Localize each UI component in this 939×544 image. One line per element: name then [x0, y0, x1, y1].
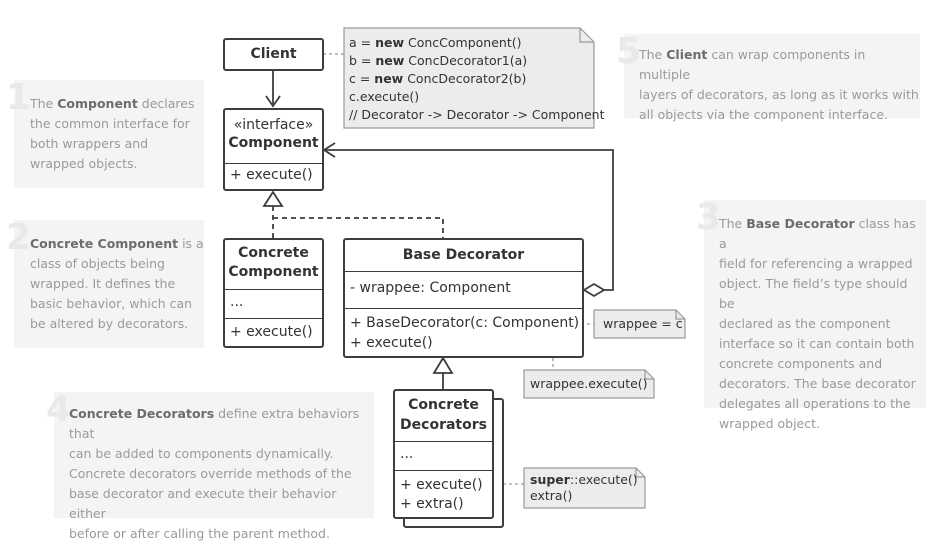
note-2-text: Concrete Component is a class of objects…	[30, 236, 204, 331]
concrete-decorators-separator-1	[395, 441, 492, 442]
note-3-background	[704, 200, 926, 408]
concrete-decorators-execute: + execute()	[400, 477, 483, 493]
base-decorator-constructor: + BaseDecorator(c: Component)	[350, 315, 580, 331]
concrete-component-field: ...	[230, 294, 244, 310]
note-4-background	[54, 392, 374, 518]
concrete-component-class[interactable]: Concrete Component ... + execute()	[223, 238, 324, 348]
client-code-note: a = new ConcComponent() b = new ConcDeco…	[349, 34, 604, 124]
wrappee-exec-note: wrappee.execute()	[530, 376, 648, 391]
client-code-note-fold	[579, 28, 594, 43]
code-line-2: b = new ConcDecorator1(a)	[349, 53, 528, 68]
code-line-1: a = new ConcComponent()	[349, 35, 522, 50]
code-line-5: // Decorator -> Decorator -> Component	[349, 107, 605, 122]
note-1-number: 1	[6, 77, 32, 118]
base-decorator-execute: + execute()	[350, 335, 433, 351]
super-exec-note: super::execute() extra()	[530, 472, 638, 504]
concrete-decorators-extra: + extra()	[400, 496, 464, 512]
super-exec-line-2: extra()	[530, 488, 573, 503]
concrete-component-separator-1	[225, 289, 322, 290]
code-line-4: c.execute()	[349, 89, 420, 104]
aggregation-line	[325, 149, 614, 291]
component-separator	[225, 163, 322, 164]
aggregation-arrowhead	[322, 142, 336, 158]
concrete-component-name-1: Concrete	[238, 245, 309, 261]
component-execute-method: + execute()	[230, 167, 313, 183]
wrappee-exec-note-fold	[644, 370, 654, 380]
concrete-decorators-name-1: Concrete	[408, 397, 479, 413]
base-decorator-separator-1	[345, 271, 582, 272]
concrete-decorators-field: ...	[400, 446, 414, 462]
note-2-number: 2	[6, 217, 32, 258]
concrete-component-separator-2	[225, 318, 322, 319]
wrappee-assign-note: wrappee = c	[603, 316, 683, 331]
association-arrowhead	[265, 95, 281, 108]
realization-triangle	[262, 190, 284, 207]
note-3-number: 3	[696, 197, 722, 238]
concrete-decorators-class[interactable]: Concrete Decorators ... + execute() + ex…	[393, 389, 494, 519]
note-5-background	[624, 34, 920, 118]
wrappee-assign-note-shape	[593, 309, 686, 339]
base-decorator-name: Base Decorator	[402, 247, 525, 263]
note-3-text: The Base Decorator class has a field for…	[719, 216, 916, 431]
wrappee-exec-note-shape	[523, 369, 655, 399]
note-5-text: The Client can wrap components in multip…	[639, 47, 919, 122]
code-line-3: c = new ConcDecorator2(b)	[349, 71, 527, 86]
note-1-text: The Component declares the common interf…	[30, 96, 195, 171]
inheritance-triangle	[432, 356, 454, 374]
base-decorator-separator-2	[345, 308, 582, 309]
client-code-note-shape	[343, 27, 595, 129]
wrappee-assign-note-fold	[675, 310, 685, 320]
client-class-name: Client	[250, 46, 297, 62]
component-name: Component	[228, 135, 319, 151]
super-exec-note-shape	[523, 467, 646, 509]
realization-branch	[273, 217, 444, 238]
aggregation-diamond	[582, 282, 606, 298]
note-4-text: Concrete Decorators define extra behavio…	[69, 406, 360, 541]
concrete-component-name-2: Component	[228, 264, 319, 280]
note-1-background	[14, 80, 204, 188]
super-exec-line-1: super::execute()	[530, 472, 638, 487]
client-class[interactable]: Client	[223, 38, 324, 71]
component-stereotype: «interface»	[233, 117, 314, 133]
super-exec-note-fold	[635, 468, 645, 478]
concrete-component-execute: + execute()	[230, 324, 313, 340]
concrete-decorators-name-2: Decorators	[400, 417, 487, 433]
component-interface[interactable]: «interface» Component + execute()	[223, 108, 324, 191]
note-4-number: 4	[46, 389, 72, 430]
note-5-number: 5	[616, 31, 642, 72]
note-2-background	[14, 220, 204, 348]
base-decorator-class[interactable]: Base Decorator - wrappee: Component + Ba…	[343, 238, 584, 358]
base-decorator-wrappee-field: - wrappee: Component	[350, 280, 511, 296]
concrete-decorators-separator-2	[395, 470, 492, 471]
